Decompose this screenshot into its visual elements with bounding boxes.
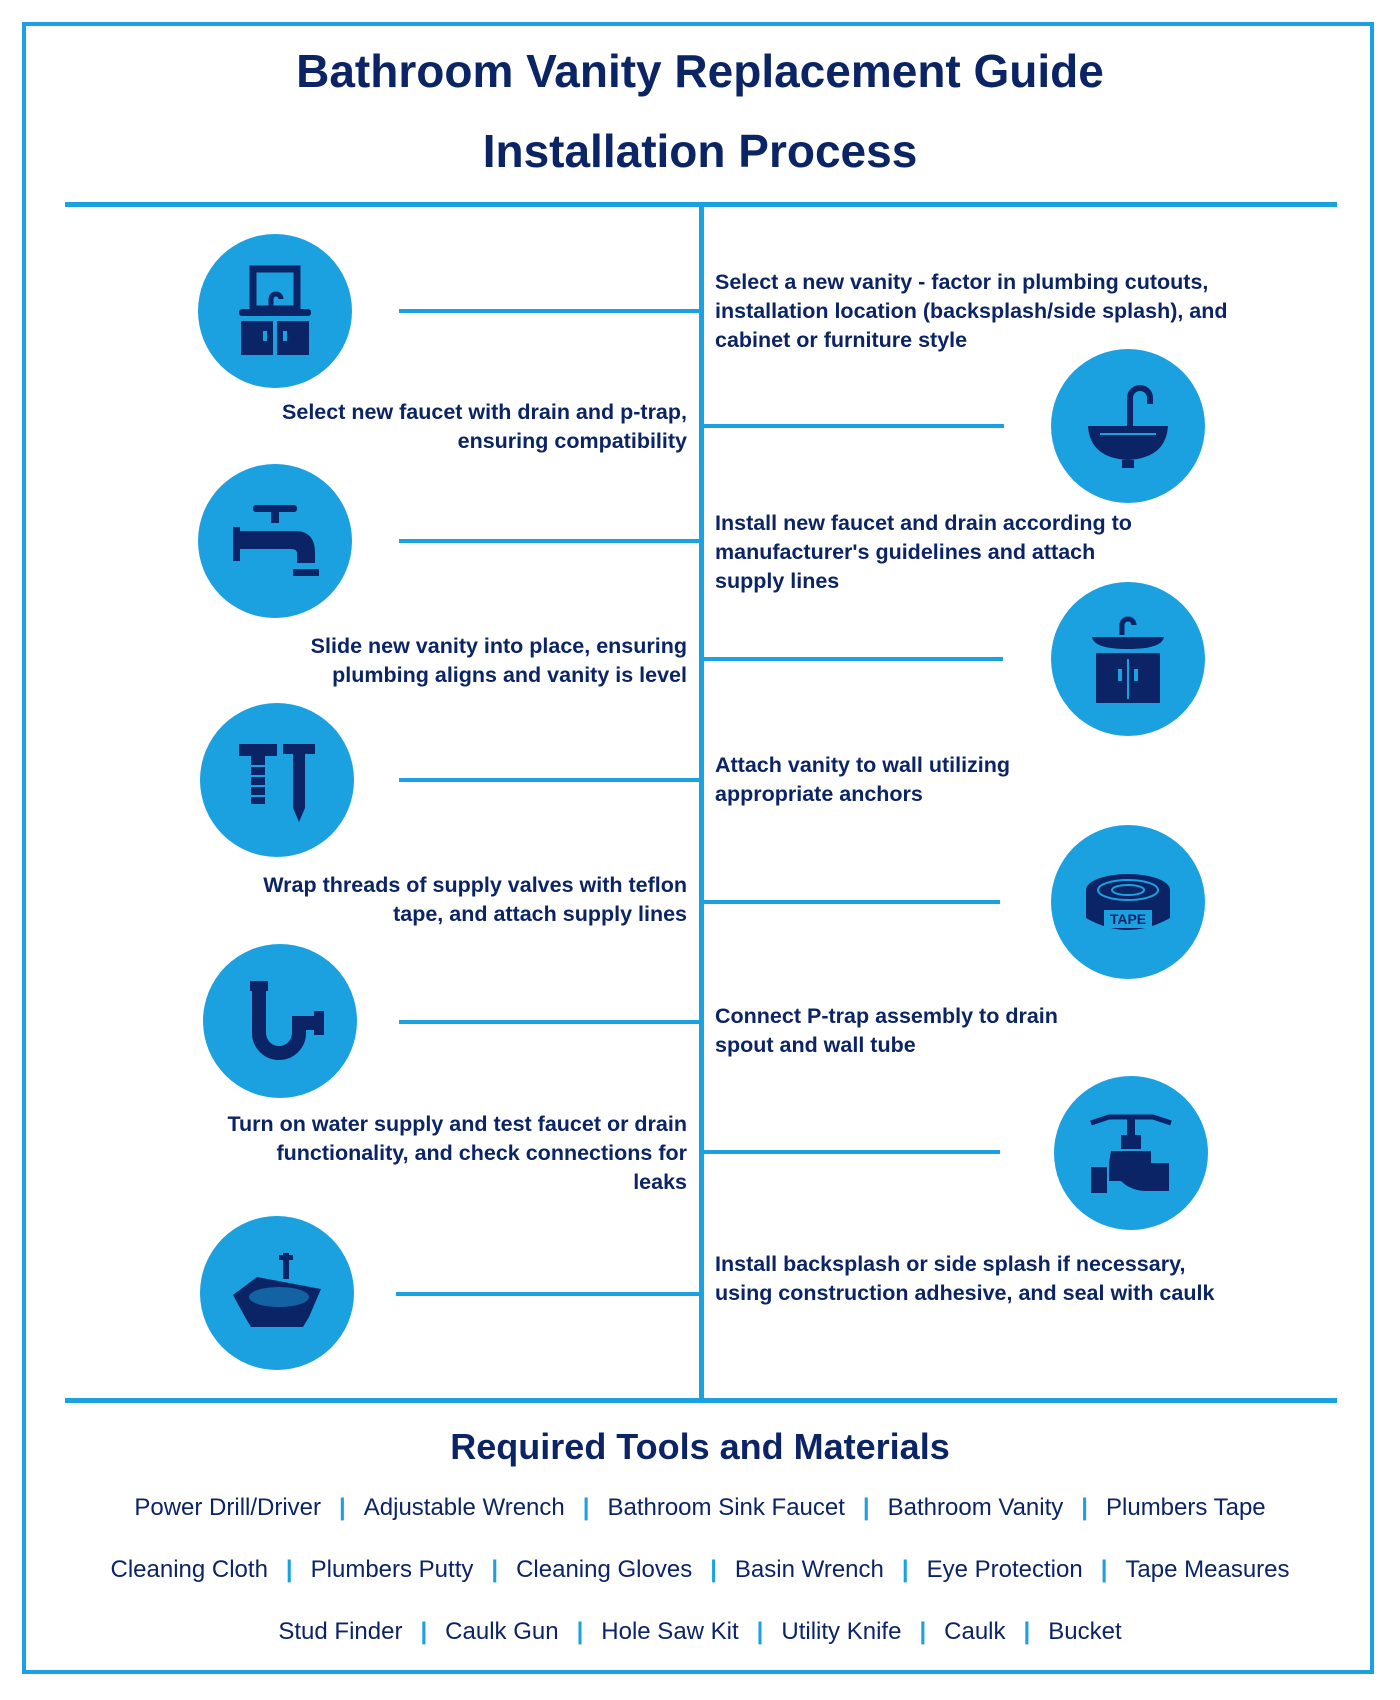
tool-item: Cleaning Gloves (516, 1556, 693, 1583)
tools-heading: Required Tools and Materials (450, 1426, 950, 1467)
tool-separator: | (285, 1556, 293, 1583)
tool-item: Cleaning Cloth (110, 1556, 268, 1583)
tool-item: Bucket (1048, 1618, 1122, 1645)
tool-item: Power Drill/Driver (134, 1494, 322, 1521)
connector (399, 539, 701, 543)
tools-row: Power Drill/Driver | Adjustable Wrench | Bat… (0, 1494, 1400, 1522)
tool-item: Caulk Gun (445, 1618, 559, 1645)
step-text: Select new faucet with drain and p-trap,… (282, 400, 687, 453)
tool-item: Tape Measures (1125, 1556, 1290, 1583)
cabinet-sink-icon (1051, 582, 1205, 736)
tool-item: Hole Saw Kit (601, 1618, 739, 1645)
tool-item: Plumbers Putty (310, 1556, 474, 1583)
tool-separator: | (491, 1556, 499, 1583)
connector (399, 1020, 701, 1024)
tools-row: Cleaning Cloth | Plumbers Putty | Cleaning G… (0, 1556, 1400, 1584)
tool-separator: | (901, 1556, 909, 1583)
page-title: Bathroom Vanity Replacement Guide (296, 45, 1104, 97)
tool-separator: | (339, 1494, 346, 1521)
step-text: Install new faucet and drain according t… (715, 511, 1132, 593)
tool-separator: | (1100, 1556, 1108, 1583)
sink-basin-icon (1051, 349, 1205, 503)
connector (396, 1292, 701, 1296)
timeline-spine (699, 204, 704, 1402)
tool-separator: | (576, 1618, 584, 1645)
bottom-divider (65, 1398, 1337, 1403)
step-text: Select a new vanity - factor in plumbing… (715, 270, 1228, 352)
valve-icon (1054, 1076, 1208, 1230)
tool-separator: | (1023, 1618, 1031, 1645)
tool-item: Utility Knife (781, 1618, 902, 1645)
tool-item: Basin Wrench (734, 1556, 884, 1583)
connector (701, 657, 1003, 661)
connector (399, 778, 701, 782)
vanity-icon (198, 234, 352, 388)
tool-item: Plumbers Tape (1106, 1494, 1266, 1521)
tool-separator: | (862, 1494, 870, 1521)
connector (701, 1150, 1000, 1154)
faucet-icon (198, 464, 352, 618)
tool-separator: | (919, 1618, 927, 1645)
tool-item: Eye Protection (926, 1556, 1083, 1583)
tools-row: Stud Finder | Caulk Gun | Hole Saw Kit | Utili… (0, 1618, 1400, 1646)
screw-nail-icon (200, 703, 354, 857)
step-text: Connect P-trap assembly to drain spout a… (715, 1004, 1058, 1057)
step-text: Wrap threads of supply valves with teflo… (263, 873, 687, 926)
tool-separator: | (582, 1494, 590, 1521)
tape-label: TAPE (1110, 911, 1146, 927)
vessel-sink-icon (200, 1216, 354, 1370)
connector (701, 900, 1000, 904)
tool-item: Bathroom Sink Faucet (607, 1494, 845, 1521)
connector (399, 309, 701, 313)
step-text: Slide new vanity into place, ensuring pl… (310, 634, 687, 687)
step-text: Install backsplash or side splash if nec… (715, 1252, 1215, 1305)
page-subtitle: Installation Process (482, 125, 918, 177)
guide-frame (22, 22, 1374, 1674)
connector (701, 424, 1004, 428)
tool-separator: | (420, 1618, 428, 1645)
tool-item: Caulk (944, 1618, 1006, 1645)
step-text: Turn on water supply and test faucet or … (227, 1112, 687, 1194)
tape-icon: TAPE (1051, 825, 1205, 979)
tool-item: Adjustable Wrench (363, 1494, 565, 1521)
tool-item: Bathroom Vanity (887, 1494, 1064, 1521)
tool-separator: | (710, 1556, 717, 1583)
step-text: Attach vanity to wall utilizing appropri… (715, 753, 1011, 806)
p-trap-icon (203, 944, 357, 1098)
tool-item: Stud Finder (278, 1618, 403, 1645)
tool-separator: | (1081, 1494, 1088, 1521)
tool-separator: | (756, 1618, 764, 1645)
